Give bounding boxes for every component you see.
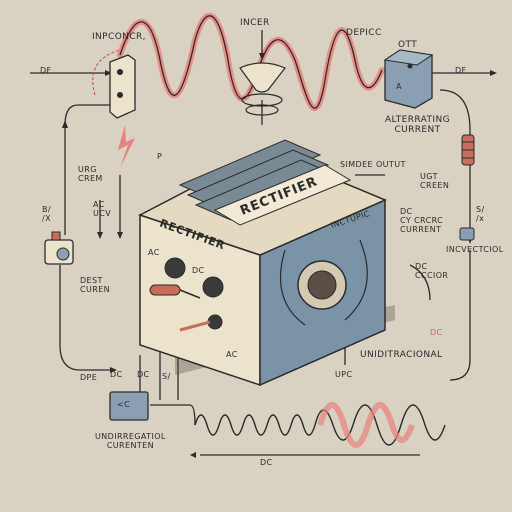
undirregational-label: UNDIRREGATIOL CURENTEN xyxy=(95,432,166,450)
dc-axis-label: DC xyxy=(260,458,273,467)
urg-crem-label: URG CREM xyxy=(78,165,103,183)
inductor-label: INCVECTCIOL xyxy=(446,245,504,254)
ac-bottom-front-label: AC xyxy=(226,350,238,359)
ott-label: OTT xyxy=(398,40,418,50)
dc-bottom-b-label: DC xyxy=(137,370,150,379)
ac-ucv-label: AC UCV xyxy=(93,200,112,218)
dc-output-waveform xyxy=(194,404,446,446)
arrowheads xyxy=(62,53,497,458)
depicc-label: DEPICC xyxy=(346,28,382,38)
dc-ccior-label: DC CCCIOR xyxy=(415,262,449,280)
dc-cy-current-label: DC CY CRCRC CURRENT xyxy=(400,207,444,234)
dc-front-label: DC xyxy=(192,266,205,275)
dc-pink-label: DC xyxy=(430,328,443,337)
ac-source-box xyxy=(383,49,434,109)
output-box-text: <C xyxy=(117,400,131,409)
incer-label: INCER xyxy=(240,18,270,28)
inductor-coil xyxy=(459,134,475,241)
dc-output-waveform-highlight xyxy=(317,402,415,448)
connection-lines xyxy=(30,30,490,456)
s-small-label: S/ xyxy=(162,372,171,381)
input-funnel xyxy=(239,62,286,116)
rectifier-unit xyxy=(138,139,395,387)
unidirectional-label: UNIDITRACIONAL xyxy=(360,350,443,360)
output-box xyxy=(109,391,149,421)
df-right-label: DF xyxy=(455,66,467,75)
p-mark-label: P xyxy=(157,152,163,161)
alternating-current-label: ALTERRATING CURRENT xyxy=(385,115,450,135)
dc-bottom-a-label: DC xyxy=(110,370,123,379)
ac-box-letter: A xyxy=(396,82,402,91)
input-component xyxy=(92,49,136,168)
dpe-label: DPE xyxy=(80,373,98,382)
simdee-output-label: SIMDEE OUTUT xyxy=(340,160,406,169)
left-meter xyxy=(44,231,74,265)
bx-mark-label: B/ /X xyxy=(42,205,51,223)
input-concr-label: INPCONCR, xyxy=(92,32,146,42)
upc-label: UPC xyxy=(335,370,353,379)
df-left-label: DF xyxy=(40,66,52,75)
ugt-green-label: UGT CREEN xyxy=(420,172,450,190)
ac-front-label: AC xyxy=(148,248,160,257)
s-mark-label: S/ /x xyxy=(476,205,485,223)
dest-curen-label: DEST CUREN xyxy=(80,276,111,294)
